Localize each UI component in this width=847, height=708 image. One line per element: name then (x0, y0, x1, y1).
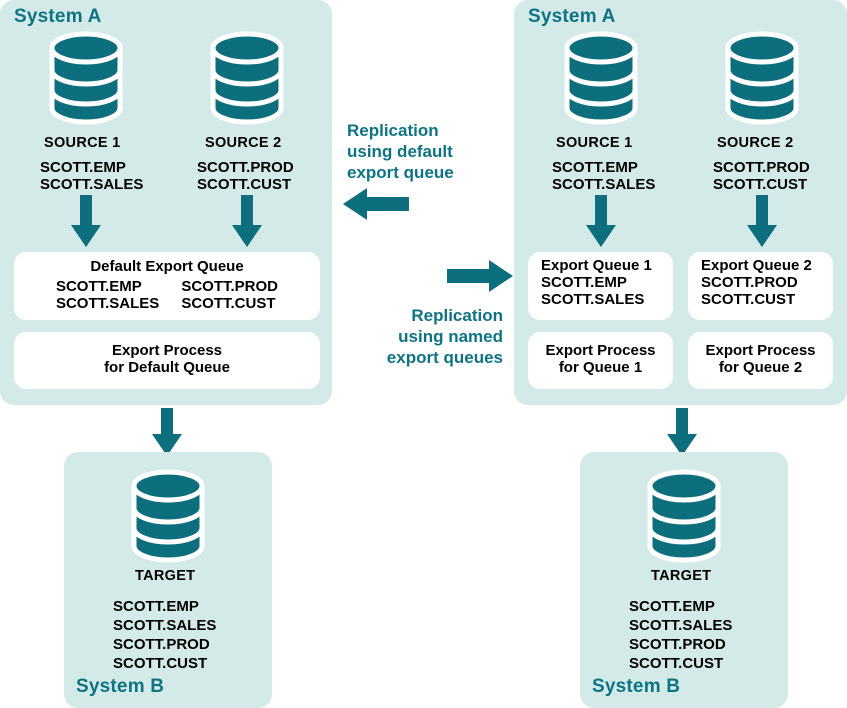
left-system-a-title: System A (14, 6, 102, 27)
right-source-1-tables: SCOTT.EMP SCOTT.SALES (552, 159, 656, 193)
export-queue-1-box: Export Queue 1 SCOTT.EMP SCOTT.SALES (528, 252, 673, 320)
default-export-process-line-2: for Default Queue (104, 359, 230, 376)
left-target-database-cylinder-icon (129, 468, 207, 564)
caption-replication-default-queue: Replication using default export queue (347, 121, 454, 182)
right-source-2-tables: SCOTT.PROD SCOTT.CUST (713, 159, 810, 193)
left-export-to-target-down-arrow-icon (152, 408, 182, 456)
export-process-1-line-2: for Queue 1 (558, 359, 643, 376)
default-export-queue-column-2: SCOTT.PROD SCOTT.CUST (181, 278, 279, 312)
right-system-b-title: System B (592, 676, 681, 697)
right-source-1-name: SOURCE 1 (556, 135, 633, 151)
right-source-1-database-cylinder-icon (562, 30, 640, 126)
right-source-2-database-cylinder-icon (723, 30, 801, 126)
left-source-1-down-arrow-icon (71, 195, 101, 247)
left-source-1-name: SOURCE 1 (44, 135, 121, 151)
caption-replication-named-queues: Replication using named export queues (386, 306, 503, 367)
right-export-to-target-down-arrow-icon (667, 408, 697, 456)
left-target-name: TARGET (135, 568, 196, 584)
left-system-b-title: System B (76, 676, 165, 697)
default-export-queue-column-1: SCOTT.EMP SCOTT.SALES (55, 278, 160, 312)
default-export-process-line-1: Export Process (111, 342, 223, 359)
right-source-1-down-arrow-icon (586, 195, 616, 247)
right-target-tables: SCOTT.EMP SCOTT.SALES SCOTT.PROD SCOTT.C… (629, 598, 733, 672)
export-process-2-line-2: for Queue 2 (718, 359, 803, 376)
export-process-2-box: Export Process for Queue 2 (688, 332, 833, 389)
right-source-2-down-arrow-icon (747, 195, 777, 247)
default-export-queue-title: Default Export Queue (90, 258, 244, 275)
right-target-database-cylinder-icon (645, 468, 723, 564)
right-source-2-name: SOURCE 2 (717, 135, 794, 151)
left-source-2-database-cylinder-icon (208, 30, 286, 126)
left-source-2-down-arrow-icon (232, 195, 262, 247)
left-source-2-tables: SCOTT.PROD SCOTT.CUST (197, 159, 294, 193)
left-source-1-database-cylinder-icon (47, 30, 125, 126)
arrow-left-icon (343, 188, 409, 220)
left-target-tables: SCOTT.EMP SCOTT.SALES SCOTT.PROD SCOTT.C… (113, 598, 217, 672)
export-queue-1-title: Export Queue 1 (541, 257, 652, 274)
export-process-1-box: Export Process for Queue 1 (528, 332, 673, 389)
export-process-1-line-1: Export Process (545, 342, 656, 359)
default-export-process-box: Export Process for Default Queue (14, 332, 320, 389)
arrow-right-icon (447, 260, 513, 292)
export-queue-2-tables: SCOTT.PROD SCOTT.CUST (701, 274, 798, 308)
export-queue-1-tables: SCOTT.EMP SCOTT.SALES (541, 274, 645, 308)
default-export-queue-box: Default Export Queue SCOTT.EMP SCOTT.SAL… (14, 252, 320, 320)
right-target-name: TARGET (651, 568, 712, 584)
export-queue-2-box: Export Queue 2 SCOTT.PROD SCOTT.CUST (688, 252, 833, 320)
left-source-1-tables: SCOTT.EMP SCOTT.SALES (40, 159, 144, 193)
right-system-a-title: System A (528, 6, 616, 27)
export-process-2-line-1: Export Process (705, 342, 816, 359)
export-queue-2-title: Export Queue 2 (701, 257, 812, 274)
left-source-2-name: SOURCE 2 (205, 135, 282, 151)
